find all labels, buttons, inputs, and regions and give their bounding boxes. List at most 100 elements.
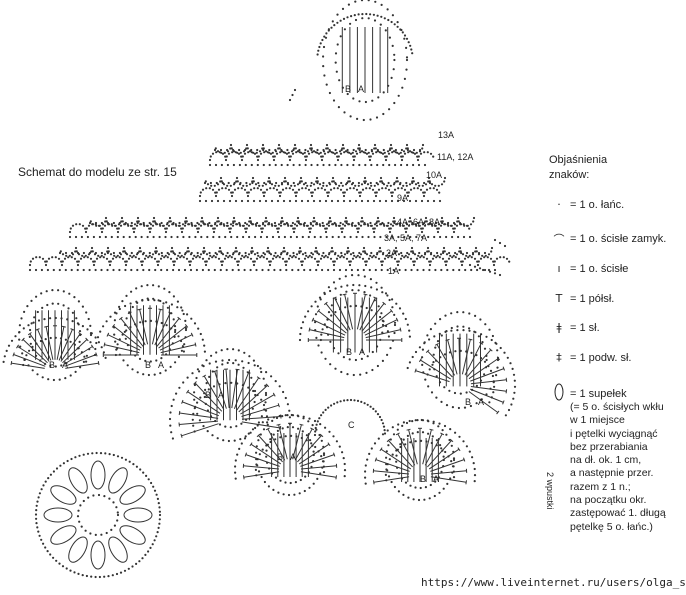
chain-dot xyxy=(186,246,190,250)
chain-dot xyxy=(212,385,216,388)
chain-dot xyxy=(251,223,254,226)
chain-dot xyxy=(222,199,226,203)
chain-dot xyxy=(352,283,355,287)
chain-dot xyxy=(381,181,384,185)
chain-dot xyxy=(427,250,430,253)
chain-dot xyxy=(70,251,74,255)
chain-dot xyxy=(510,403,513,406)
chain-dot xyxy=(329,257,333,260)
chain-dot xyxy=(465,251,469,255)
stitch-stem xyxy=(323,301,328,306)
chain-dot xyxy=(361,235,364,239)
chain-dot xyxy=(270,223,273,226)
knot-oval xyxy=(43,507,73,523)
chain-dot xyxy=(172,260,175,263)
chain-dot xyxy=(506,356,509,359)
legend-heading-line2: znaków: xyxy=(549,169,590,181)
chain-dot xyxy=(421,363,424,366)
stitch-stem xyxy=(335,475,337,480)
chain-dot xyxy=(362,250,365,253)
chain-dot xyxy=(355,235,358,239)
chain-dot xyxy=(286,426,289,429)
chain-dot xyxy=(337,224,341,227)
chain-dot xyxy=(321,155,324,158)
chain-dot xyxy=(401,254,404,257)
chain-dot xyxy=(42,542,45,545)
chain-dot xyxy=(320,158,324,162)
chain-dot xyxy=(427,176,431,180)
chain-dot xyxy=(419,256,422,259)
chain-dot xyxy=(426,250,429,253)
stitch-stem xyxy=(325,303,349,332)
chain-dot xyxy=(384,473,387,476)
chain-dot xyxy=(196,221,199,225)
chain-dot xyxy=(322,460,325,463)
chain-dot xyxy=(107,250,110,253)
chain-dot xyxy=(34,268,38,272)
chain-dot xyxy=(314,151,317,154)
chain-dot xyxy=(414,419,417,422)
chain-dot xyxy=(96,336,100,339)
chain-dot xyxy=(454,431,457,434)
chain-dot xyxy=(89,332,93,335)
chain-dot xyxy=(204,388,207,391)
chain-dot xyxy=(333,187,336,190)
chain-dot xyxy=(359,373,362,376)
chain-dot xyxy=(396,199,400,203)
chain-dot xyxy=(160,357,163,360)
legend-item-slip: ⌒ = 1 o. ścisłe zamyk. xyxy=(548,231,667,247)
stitch-stem xyxy=(225,369,230,409)
chain-dot xyxy=(180,227,183,230)
chain-dot xyxy=(389,347,392,350)
chain-dot xyxy=(337,254,340,257)
chain-dot xyxy=(201,257,205,260)
stitch-stem xyxy=(447,339,458,375)
chain-dot xyxy=(341,184,344,187)
chain-dot xyxy=(240,442,243,445)
chain-dot xyxy=(218,151,221,154)
chain-dot xyxy=(238,163,241,167)
chain-dot xyxy=(246,256,249,259)
chain-dot xyxy=(180,349,183,352)
chain-dot xyxy=(68,230,72,234)
chain-dot xyxy=(196,254,199,257)
stitch-stem xyxy=(424,433,443,466)
chain-dot xyxy=(407,224,411,227)
chain-dot xyxy=(208,362,211,365)
chain-dot xyxy=(35,522,38,525)
chain-dot xyxy=(44,263,48,267)
chain-dot xyxy=(394,163,397,167)
chain-dot xyxy=(102,256,105,259)
chain-dot xyxy=(395,460,398,463)
chain-dot xyxy=(364,263,368,267)
chain-dot xyxy=(185,220,188,223)
chain-dot xyxy=(118,268,121,272)
chain-dot xyxy=(247,191,250,194)
chain-dot xyxy=(156,263,160,267)
chain-dot xyxy=(460,251,463,255)
chain-dot xyxy=(316,181,319,185)
chain-dot xyxy=(264,220,267,223)
chain-dot xyxy=(277,235,281,239)
chain-dot xyxy=(340,227,343,230)
chain-dot xyxy=(18,331,21,334)
chain-dot xyxy=(433,235,436,239)
chain-dot xyxy=(499,346,502,350)
chain-dot xyxy=(441,257,445,260)
stitch-stem xyxy=(466,349,492,378)
chain-dot xyxy=(390,194,394,198)
chain-dot xyxy=(468,329,471,332)
chain-dot xyxy=(125,294,128,297)
chain-dot xyxy=(452,476,456,479)
chain-dot xyxy=(121,257,125,260)
chain-dot xyxy=(10,339,14,342)
chain-dot xyxy=(274,184,277,187)
chain-dot xyxy=(408,361,411,364)
chain-dot xyxy=(376,251,379,255)
chain-dot xyxy=(409,484,412,487)
chain-dot xyxy=(391,191,394,194)
chain-dot xyxy=(363,181,366,185)
chain-dot xyxy=(170,250,173,253)
chain-dot xyxy=(253,187,256,190)
chain-dot xyxy=(463,406,467,409)
